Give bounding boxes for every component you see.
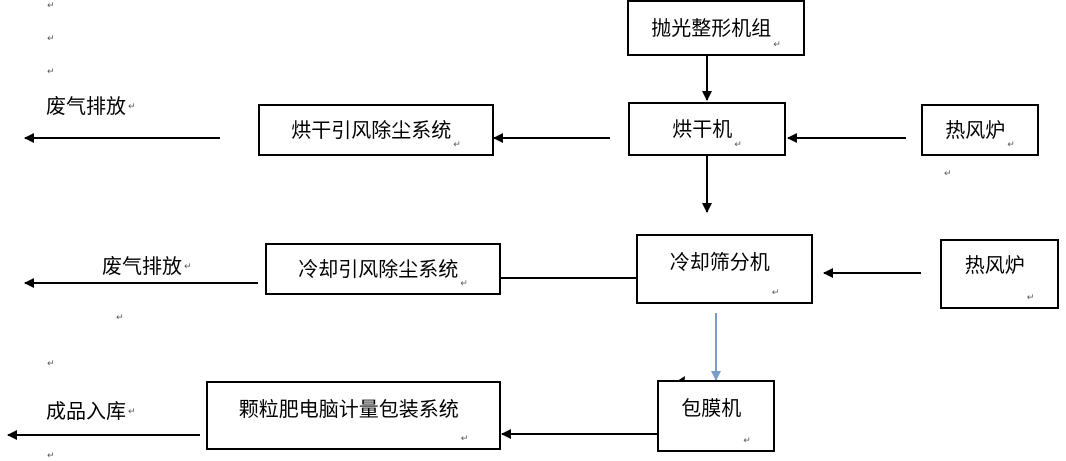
exhaust-output-2: 废气排放 ↵ xyxy=(102,256,192,276)
paragraph-mark: ↵ xyxy=(47,359,55,369)
dryer-label: 烘干机 xyxy=(672,117,733,141)
paragraph-mark: ↵ xyxy=(47,451,55,461)
exhaust-output-1: 废气排放 ↵ xyxy=(46,96,136,116)
hot-air-furnace-1-box: 热风炉 ↵ xyxy=(921,104,1039,156)
coating-machine-box: 包膜机 ↵ xyxy=(657,380,775,452)
cooling-screener-box: 冷却筛分机 ↵ xyxy=(636,234,813,304)
paragraph-mark: ↵ xyxy=(460,279,468,289)
exhaust-output-2-label: 废气排放 xyxy=(102,254,182,278)
dryer-box: 烘干机 ↵ xyxy=(628,102,786,156)
packing-system-box: 颗粒肥电脑计量包装系统 ↵ xyxy=(206,381,501,450)
exhaust-output-1-label: 废气排放 xyxy=(46,94,126,118)
coating-machine-label: 包膜机 xyxy=(681,396,742,420)
cooler-dust-system-box: 冷却引风除尘系统 ↵ xyxy=(265,243,501,295)
paragraph-mark: ↵ xyxy=(47,1,55,11)
hot-air-furnace-2-box: 热风炉 ↵ xyxy=(940,239,1059,309)
paragraph-mark: ↵ xyxy=(460,434,469,444)
dryer-dust-system-label: 烘干引风除尘系统 xyxy=(291,118,452,142)
paragraph-mark: ↵ xyxy=(1026,293,1035,303)
cooler-dust-system-label: 冷却引风除尘系统 xyxy=(298,257,459,281)
paragraph-mark: ↵ xyxy=(944,169,952,179)
packing-system-label: 颗粒肥电脑计量包装系统 xyxy=(238,397,459,421)
paragraph-mark: ↵ xyxy=(116,313,124,323)
paragraph-mark: ↵ xyxy=(453,140,461,150)
hot-air-furnace-1-label: 热风炉 xyxy=(945,118,1006,142)
warehouse-output-label: 成品入库 xyxy=(46,399,126,423)
paragraph-mark: ↵ xyxy=(128,102,136,112)
polish-unit-box: 抛光整形机组 ↵ xyxy=(627,0,805,56)
paragraph-mark: ↵ xyxy=(184,262,192,272)
paragraph-mark: ↵ xyxy=(47,67,55,77)
paragraph-mark: ↵ xyxy=(734,140,742,150)
hot-air-furnace-2-label: 热风炉 xyxy=(964,253,1025,277)
paragraph-mark: ↵ xyxy=(771,288,780,298)
paragraph-mark: ↵ xyxy=(1007,140,1015,150)
warehouse-output: 成品入库 ↵ xyxy=(46,401,136,421)
dryer-dust-system-box: 烘干引风除尘系统 ↵ xyxy=(258,104,494,156)
polish-unit-label: 抛光整形机组 xyxy=(651,16,772,40)
paragraph-mark: ↵ xyxy=(773,40,781,50)
paragraph-mark: ↵ xyxy=(128,407,136,417)
paragraph-mark: ↵ xyxy=(743,436,751,446)
paragraph-mark: ↵ xyxy=(47,34,55,44)
cooling-screener-label: 冷却筛分机 xyxy=(669,250,770,274)
